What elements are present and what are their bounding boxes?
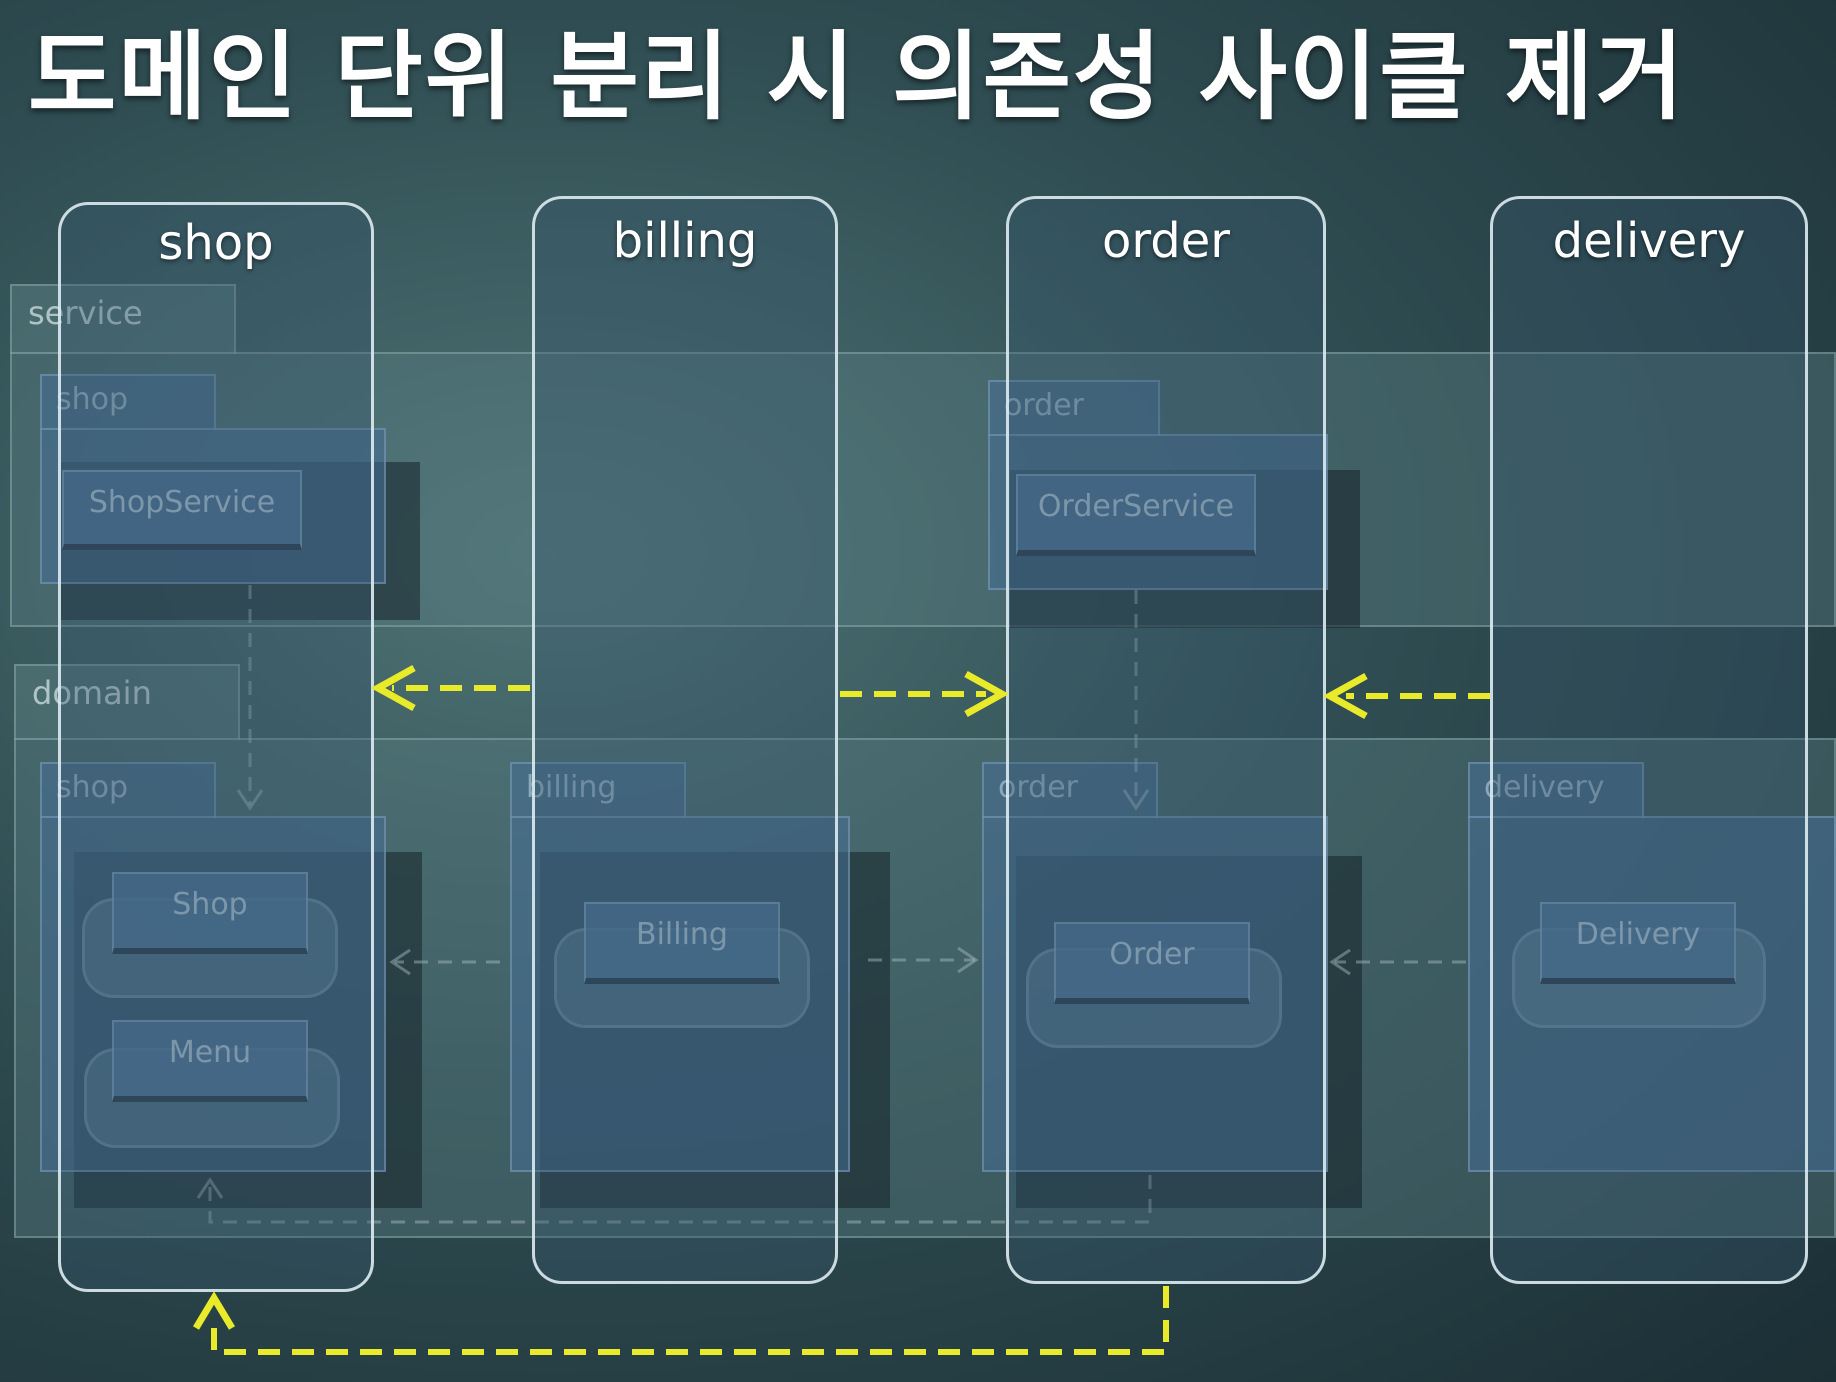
- domain-column-order: order: [1006, 196, 1326, 1284]
- arrow-delivery-to-order: [1322, 672, 1490, 720]
- domain-column-delivery: delivery: [1490, 196, 1808, 1284]
- column-title-billing: billing: [612, 213, 758, 269]
- class-billing: Billing: [584, 902, 780, 984]
- arrow-billing-to-order: [840, 670, 1010, 718]
- package-tab-service-order: order: [988, 380, 1160, 436]
- package-domain-delivery: [1468, 816, 1836, 1172]
- column-title-order: order: [1102, 213, 1230, 269]
- domain-column-billing: billing: [532, 196, 838, 1284]
- service-layer-tab: service: [10, 284, 236, 354]
- class-shop-service: ShopService: [62, 470, 302, 550]
- class-delivery: Delivery: [1540, 902, 1736, 984]
- package-tab-service-shop: shop: [40, 374, 216, 430]
- class-order-service: OrderService: [1016, 474, 1256, 556]
- class-order: Order: [1054, 922, 1250, 1004]
- domain-column-shop: shop: [58, 202, 374, 1292]
- arrow-order-to-shop: [192, 1286, 1169, 1355]
- class-menu: Menu: [112, 1020, 308, 1102]
- class-shop: Shop: [112, 872, 308, 954]
- slide-title: 도메인 단위 분리 시 의존성 사이클 제거: [28, 21, 1686, 133]
- column-title-shop: shop: [158, 215, 274, 271]
- package-domain-billing: [510, 816, 850, 1172]
- package-tab-domain-shop: shop: [40, 762, 216, 818]
- package-tab-domain-delivery: delivery: [1468, 762, 1644, 818]
- domain-layer-tab: domain: [14, 664, 240, 740]
- arrow-billing-to-shop: [370, 664, 530, 712]
- column-title-delivery: delivery: [1552, 213, 1746, 269]
- package-tab-domain-billing: billing: [510, 762, 686, 818]
- package-tab-domain-order: order: [982, 762, 1158, 818]
